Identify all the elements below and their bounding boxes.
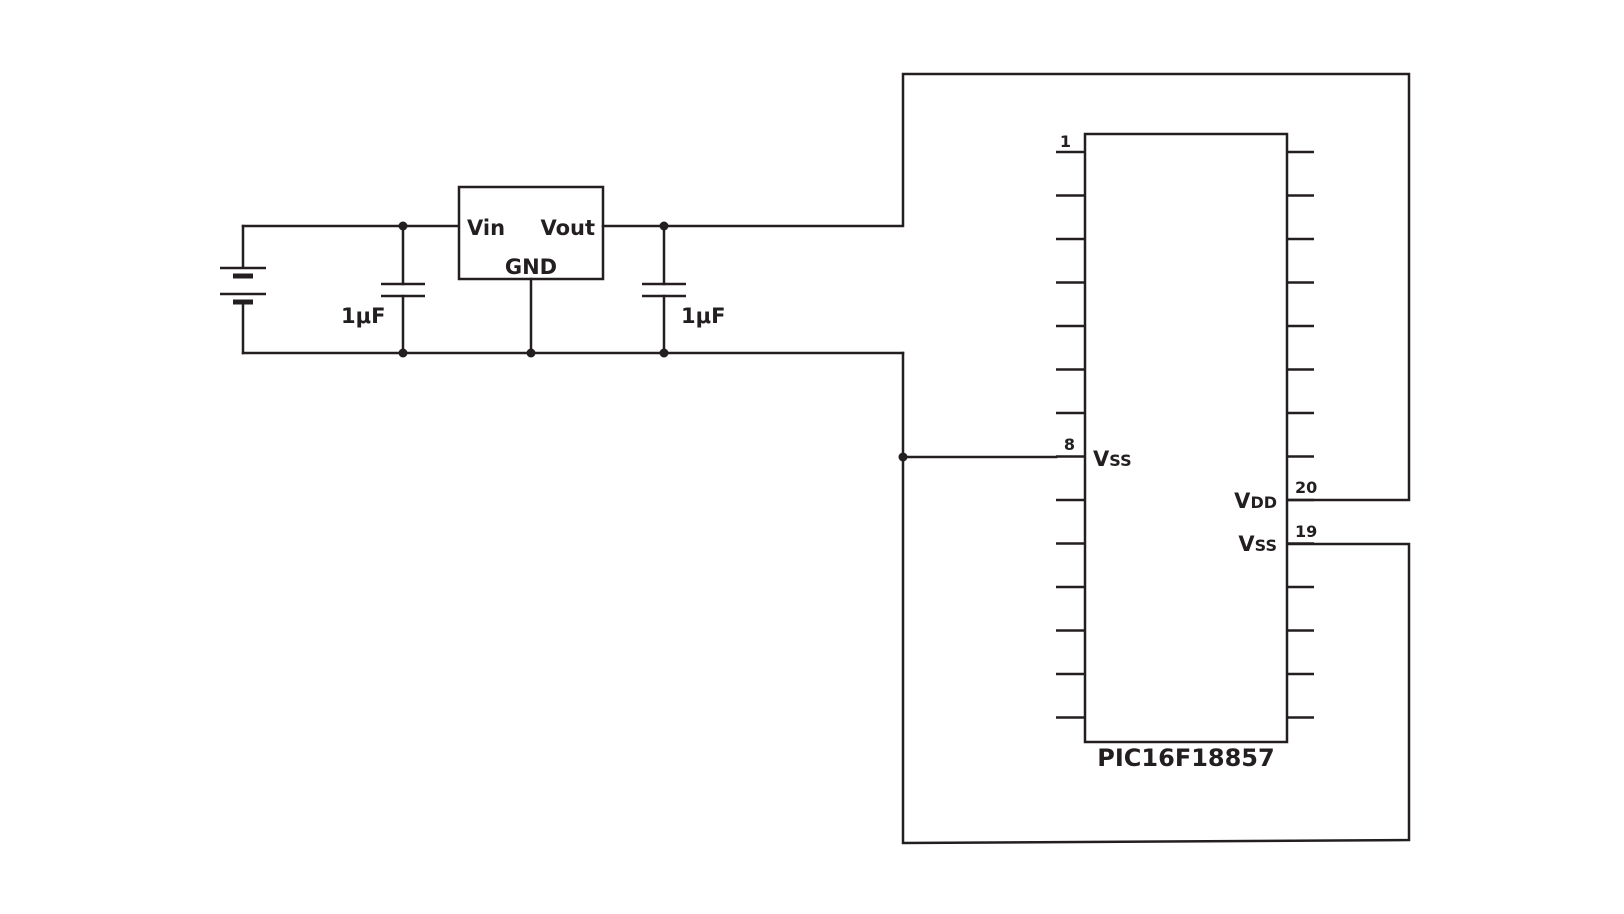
pin20-label: VDD — [1234, 489, 1277, 513]
pin20-label-main: V — [1234, 489, 1251, 513]
pin8-label-sub: SS — [1109, 451, 1131, 470]
pin8-label: VSS — [1093, 447, 1132, 471]
battery-symbol — [220, 224, 266, 355]
input-capacitor-value: 1μF — [341, 304, 385, 328]
wire-ground-vss — [901, 351, 1411, 845]
junction-dot — [898, 452, 908, 462]
pin19-label: VSS — [1238, 532, 1277, 556]
regulator-gnd-label: GND — [505, 255, 557, 279]
junction-dot — [659, 221, 669, 231]
pin19-number: 19 — [1295, 522, 1317, 541]
pin1-number: 1 — [1060, 132, 1071, 151]
output-capacitor-value: 1μF — [681, 304, 725, 328]
input-capacitor — [381, 221, 425, 358]
wire-vout-vdd — [601, 72, 1411, 502]
junction-dot — [526, 348, 536, 358]
pin20-number: 20 — [1295, 478, 1317, 497]
junction-dot — [398, 348, 408, 358]
chip-name: PIC16F18857 — [1097, 744, 1274, 772]
chip-right-pins — [1287, 150, 1314, 719]
chip-body — [1083, 132, 1289, 744]
pin19-label-main: V — [1238, 532, 1255, 556]
pin8-label-main: V — [1093, 447, 1110, 471]
pin20-label-sub: DD — [1250, 493, 1277, 512]
pin8-number: 8 — [1064, 435, 1075, 454]
regulator-vout-label: Vout — [540, 216, 595, 240]
junction-dot — [398, 221, 408, 231]
pin19-label-sub: SS — [1255, 536, 1277, 555]
junction-dot — [659, 348, 669, 358]
output-capacitor — [642, 221, 686, 358]
voltage-regulator — [457, 185, 605, 358]
regulator-vin-label: Vin — [467, 216, 505, 240]
chip-left-pins — [1056, 150, 1085, 719]
